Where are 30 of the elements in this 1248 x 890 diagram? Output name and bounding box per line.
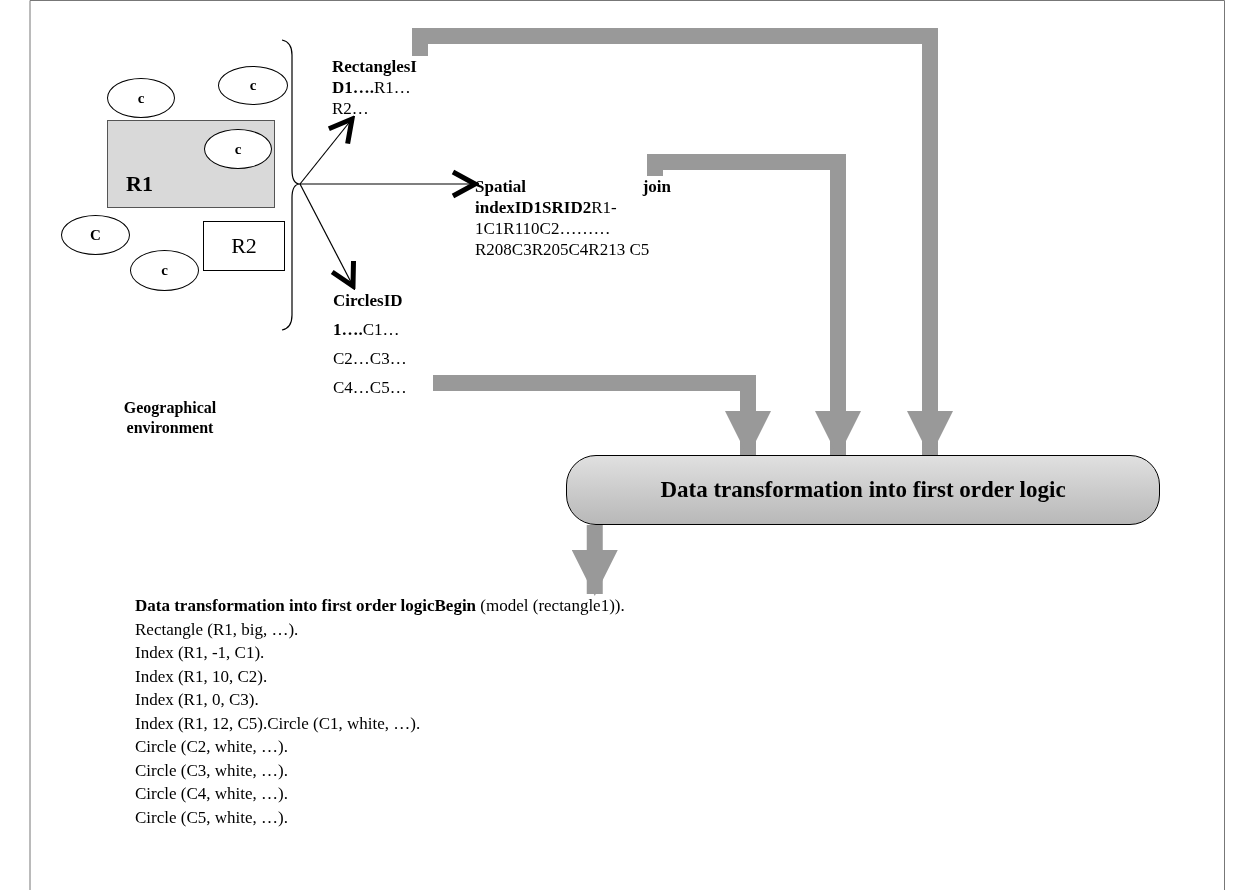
rectangle-shape — [107, 120, 275, 208]
code-line: Index (R1, 0, C3). — [135, 689, 259, 711]
caption-text: Geographical environment — [122, 398, 218, 438]
table-text: RectanglesI D1….R1… R2… — [332, 56, 432, 119]
code-line: Index (R1, 12, C5).Circle (C1, white, …). — [135, 712, 421, 735]
code-line: Circle (C4, white, …). — [135, 783, 288, 805]
circle-shape: c — [218, 66, 288, 105]
code-line: Index (R1, 10, C2). — [135, 665, 268, 688]
process-box: Data transformation into first order logic — [566, 455, 1160, 525]
table-text: CirclesID 1….C1… C2…C3… C4…C5… — [333, 286, 433, 402]
circle-shape: c — [107, 78, 175, 118]
arrow — [412, 28, 953, 457]
arrow — [299, 116, 355, 185]
rectangle-shape: R2 — [203, 221, 285, 271]
code-line: Rectangle (R1, big, …). — [135, 618, 299, 641]
shape-label: R1 — [126, 171, 153, 197]
code-line: Data transformation into first order logicBegin (model (rectangle1)). — [135, 595, 625, 617]
circle-shape: c — [204, 129, 272, 169]
arrow — [299, 183, 356, 289]
circle-shape: c — [130, 250, 199, 291]
circle-shape: C — [61, 215, 130, 255]
code-line: Circle (C3, white, …). — [135, 759, 288, 782]
arrow — [647, 154, 861, 457]
code-line: Circle (C5, white, …). — [135, 806, 288, 829]
code-line: Circle (C2, white, …). — [135, 736, 288, 758]
table-text: Spatial join indexID1SRID2R1- 1C1R110C2……… R208C3R205C4R213 C5 — [475, 176, 671, 260]
code-line: Index (R1, -1, C1). — [135, 642, 265, 664]
arrow — [571, 525, 618, 596]
arrow — [433, 375, 771, 457]
arrow — [299, 169, 478, 199]
